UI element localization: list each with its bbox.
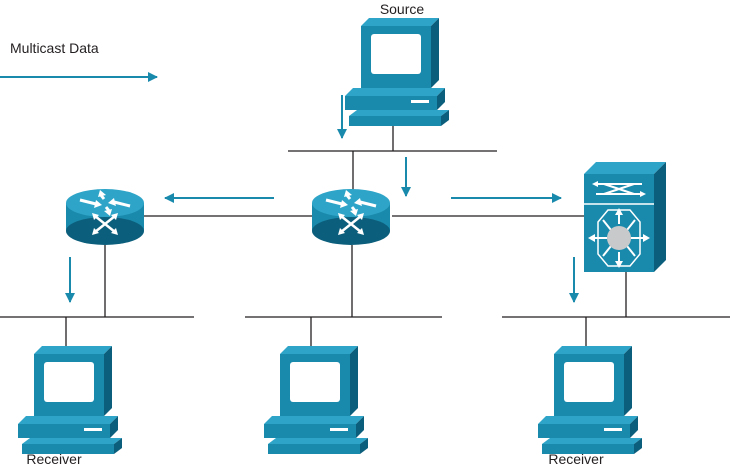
- multilayer-switch-icon: [583, 161, 667, 273]
- source-workstation-icon: [345, 18, 449, 126]
- legend-label: Multicast Data: [10, 40, 99, 56]
- source-label: Source: [380, 1, 425, 17]
- receiver-left-workstation-icon: [18, 346, 122, 454]
- router-center-icon: [310, 187, 392, 247]
- router-left-icon: [64, 187, 146, 247]
- multicast-arrows: [0, 72, 579, 303]
- host-center-workstation-icon: [264, 346, 368, 454]
- receiver-right-label: Receiver: [548, 451, 604, 467]
- receiver-right-workstation-icon: [538, 346, 642, 454]
- receiver-left-label: Receiver: [26, 451, 82, 467]
